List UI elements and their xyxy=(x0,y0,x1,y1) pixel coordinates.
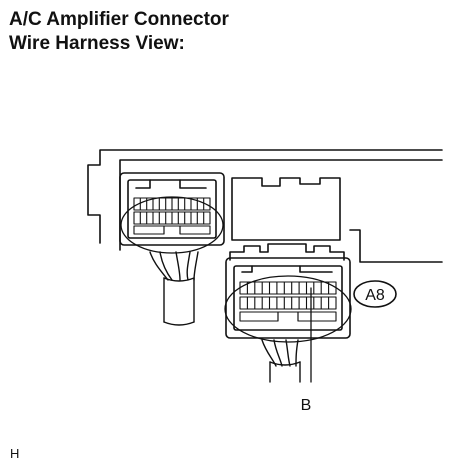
figure-title: A/C Amplifier Connector Wire Harness Vie… xyxy=(9,8,229,56)
upper-connector-pins xyxy=(133,197,211,235)
connector-code-label: A8 xyxy=(365,287,385,304)
a8-wire-harness xyxy=(261,339,301,383)
callout-b-label: B xyxy=(301,397,312,414)
connector-a8-circle xyxy=(224,275,352,343)
title-line-1: A/C Amplifier Connector xyxy=(9,9,229,30)
empty-socket xyxy=(231,177,341,241)
upper-connector xyxy=(119,172,225,254)
connector-a8 xyxy=(224,243,352,343)
title-line-2: Wire Harness View: xyxy=(9,33,185,54)
connector-a8-pins xyxy=(239,281,337,322)
connector-code-badge: A8 xyxy=(353,280,397,308)
figure-code: H xyxy=(10,446,19,461)
upper-connector-circle xyxy=(120,196,224,254)
upper-wire-harness xyxy=(149,251,199,326)
